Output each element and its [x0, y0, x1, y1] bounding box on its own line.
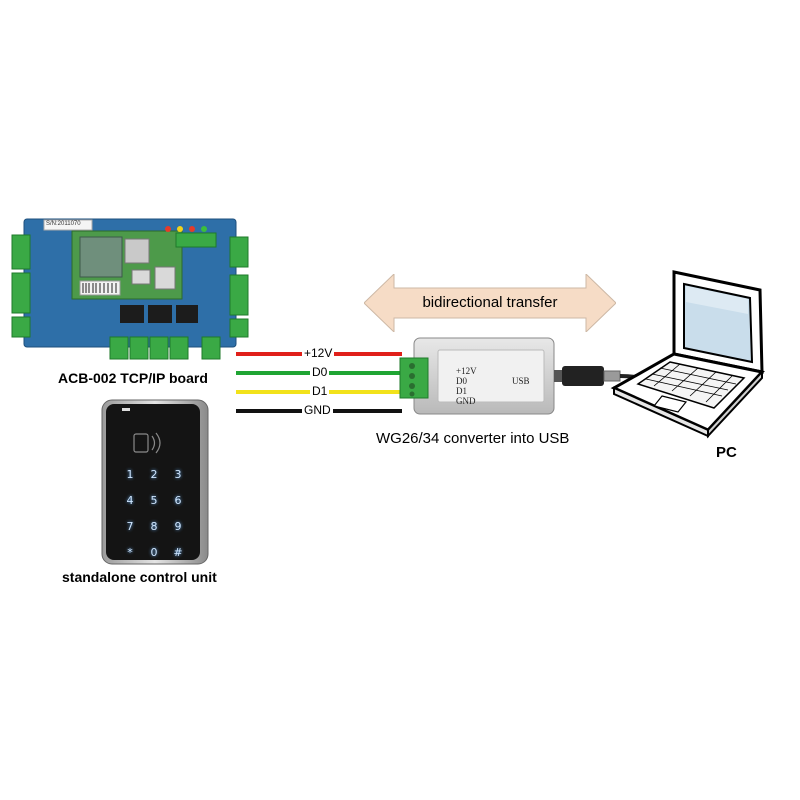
keypad-key[interactable]: # [173, 546, 183, 559]
usb-cable [554, 356, 664, 396]
controller-board: S/N:2011070 [10, 215, 250, 365]
wire-label: +12V [302, 346, 335, 360]
wire-label: GND [302, 403, 333, 417]
converter-pin-label: +12V [456, 366, 477, 376]
keypad-key[interactable]: 3 [174, 468, 182, 481]
board-serial: S/N:2011070 [46, 221, 81, 227]
keypad-key[interactable]: 8 [150, 520, 158, 533]
arrow-label: bidirectional transfer [422, 294, 558, 311]
board-caption: ACB-002 TCP/IP board [58, 370, 208, 386]
keypad-body [101, 399, 209, 565]
laptop-pc [610, 268, 780, 440]
pc-caption: PC [716, 444, 737, 461]
keypad-key[interactable]: * [127, 546, 133, 559]
converter-pin-label: D1 [456, 386, 467, 396]
converter-port-label: USB [512, 376, 530, 386]
controller-board-image [11, 218, 249, 360]
wire-label: D1 [310, 384, 330, 398]
converter-body [399, 337, 555, 415]
keypad-key[interactable]: 7 [126, 520, 134, 533]
converter-pin-label: D0 [456, 376, 467, 386]
keypad-caption: standalone control unit [62, 569, 217, 585]
keypad-key[interactable]: 0 [150, 546, 158, 559]
keypad-key[interactable]: 2 [150, 468, 158, 481]
usb-plug-icon [554, 366, 663, 386]
keypad-key[interactable]: 6 [174, 494, 182, 507]
laptop-icon [610, 270, 765, 439]
converter-caption: WG26/34 converter into USB [376, 430, 570, 447]
keypad-key[interactable]: 5 [150, 494, 158, 507]
converter-pin-label: GND [456, 396, 476, 406]
keypad-key[interactable]: 4 [126, 494, 134, 507]
wire-label: D0 [310, 365, 330, 379]
keypad-unit: 1 2 3 4 5 6 7 8 9 * 0 # [100, 398, 210, 566]
bidirectional-arrow: bidirectional transfer [363, 272, 617, 334]
keypad-keys: 1 2 3 4 5 6 7 8 9 * 0 # [118, 468, 190, 560]
keypad-key[interactable]: 1 [126, 468, 134, 481]
keypad-key[interactable]: 9 [174, 520, 182, 533]
